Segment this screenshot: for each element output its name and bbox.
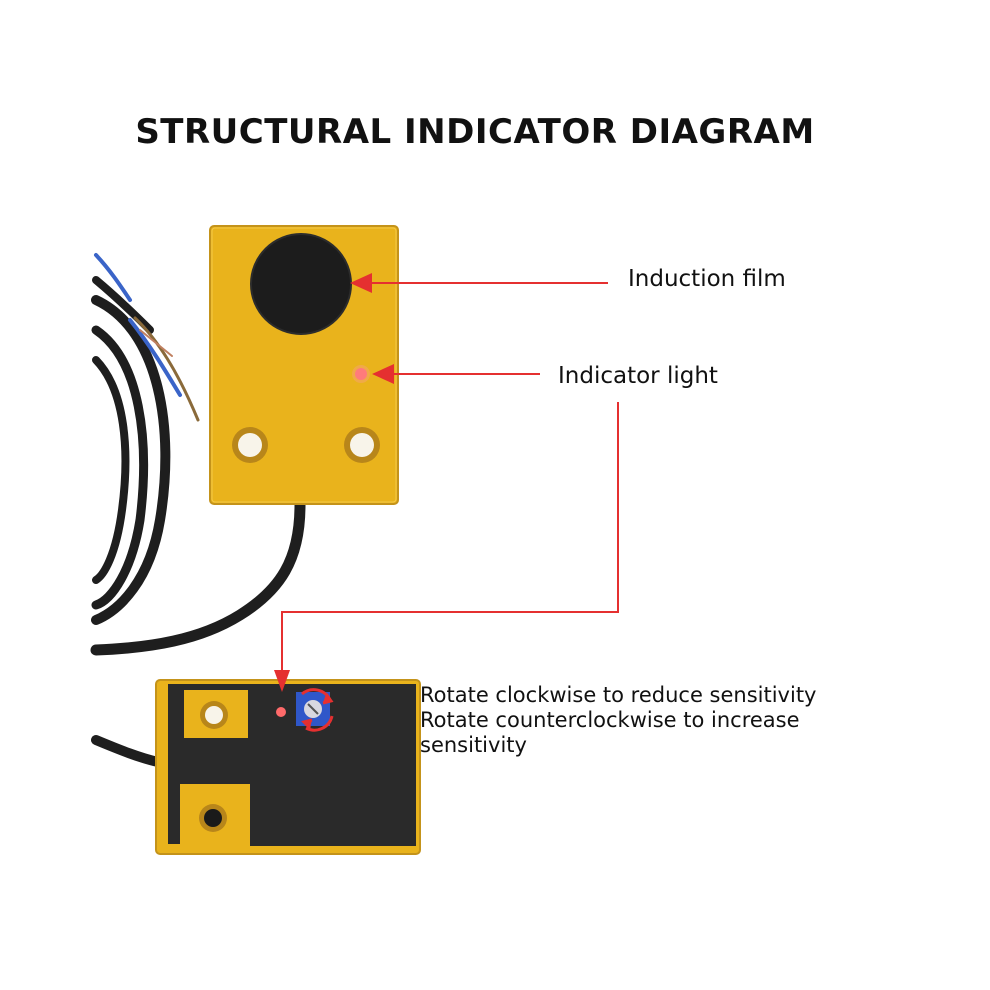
cable-coil [91,276,171,625]
diagram-title: STRUCTURAL INDICATOR DIAGRAM [135,112,815,152]
label-indicator-light: Indicator light [558,363,718,389]
leader-arrow-indicator [372,364,540,384]
label-induction-film: Induction film [628,266,786,292]
leader-line-to-bottom-led [274,402,619,692]
indicator-led-top [355,368,367,380]
connecting-cable [90,499,306,656]
wire-ends [94,253,200,422]
bottom-sensor [155,679,421,855]
label-rotate-counterclockwise-cont: sensitivity [420,733,527,757]
bottom-sensor-cable [91,735,163,767]
indicator-led-bottom [276,707,286,717]
top-sensor [209,225,399,505]
label-rotate-clockwise: Rotate clockwise to reduce sensitivity [420,683,817,707]
rotate-arrows-icon [301,688,334,732]
label-rotate-counterclockwise: Rotate counterclockwise to increase [420,708,800,732]
induction-film-disc [251,234,351,334]
leader-arrow-induction [350,273,608,293]
